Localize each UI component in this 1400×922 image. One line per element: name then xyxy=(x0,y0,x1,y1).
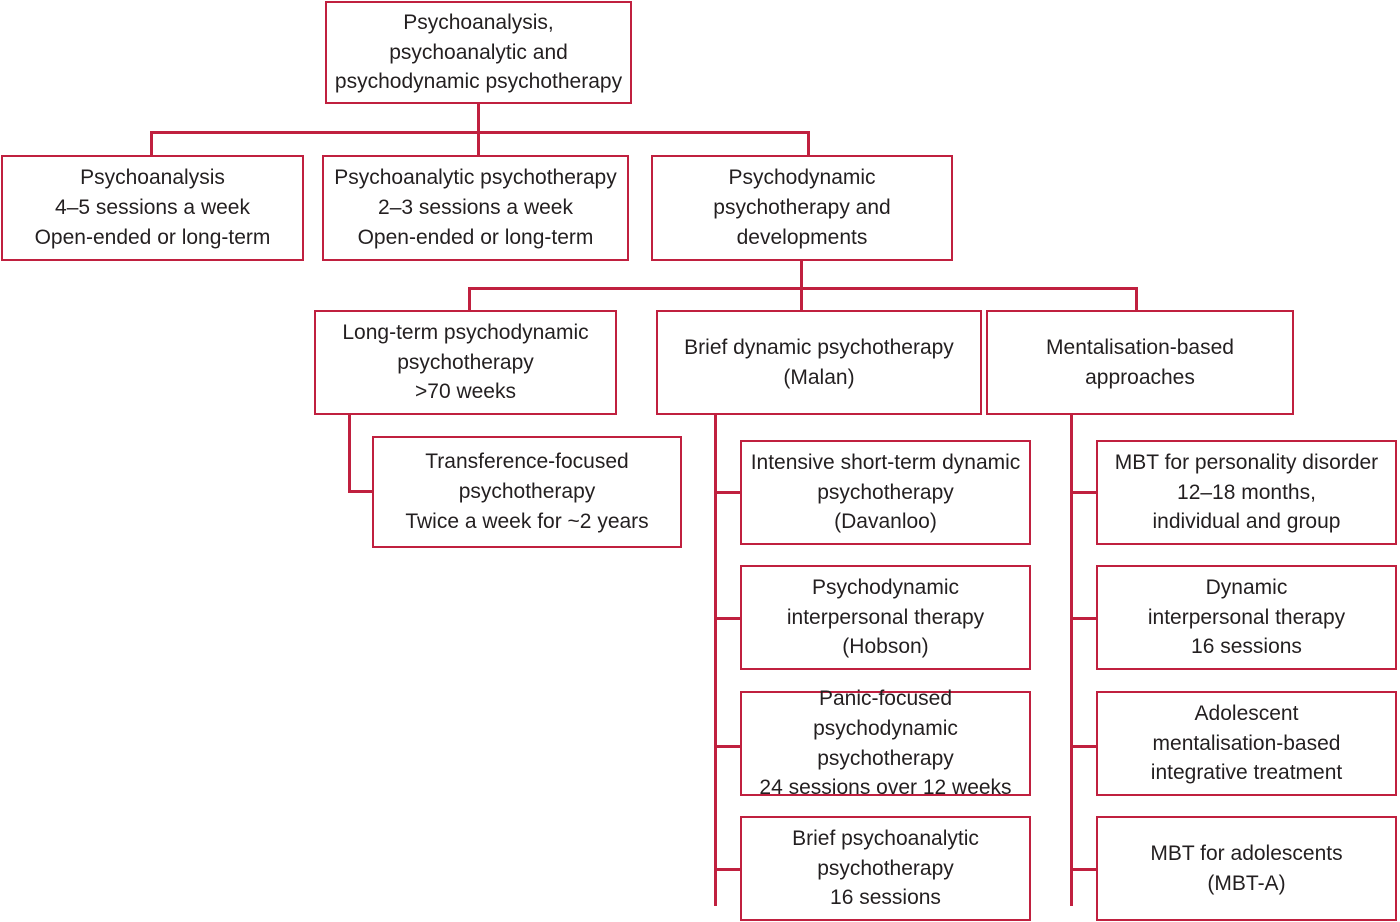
connector-drop-long-term xyxy=(468,287,471,311)
connector-mbt-stub-pd xyxy=(1070,491,1098,494)
node-brief-dynamic-psychotherapy: Brief dynamic psychotherapy (Malan) xyxy=(656,310,982,415)
connector-brief-dynamic-spine xyxy=(714,414,717,906)
node-root: Psychoanalysis, psychoanalytic and psych… xyxy=(325,1,632,104)
connector-longterm-elbow-vertical xyxy=(348,414,351,493)
node-adolescent-mentalisation-based-integrative-treatment: Adolescent mentalisation-based integrati… xyxy=(1096,691,1397,796)
connector-brief-stub-istdp xyxy=(714,491,742,494)
connector-psychodynamic-stem xyxy=(800,261,803,311)
node-transference-focused-psychotherapy: Transference-focused psychotherapy Twice… xyxy=(372,436,682,548)
node-psychodynamic-interpersonal-therapy: Psychodynamic interpersonal therapy (Hob… xyxy=(740,565,1031,670)
connector-longterm-elbow-horizontal xyxy=(348,490,376,493)
connector-level3-bus xyxy=(468,287,1138,290)
connector-drop-mentalisation xyxy=(1135,287,1138,311)
node-mentalisation-based-approaches: Mentalisation-based approaches xyxy=(986,310,1294,415)
node-brief-psychoanalytic-psychotherapy: Brief psychoanalytic psychotherapy 16 se… xyxy=(740,816,1031,921)
node-psychoanalytic-psychotherapy: Psychoanalytic psychotherapy 2–3 session… xyxy=(322,155,629,261)
connector-brief-stub-pit xyxy=(714,617,742,620)
connector-drop-psychoanalytic-psychotherapy xyxy=(477,131,480,155)
connector-mbt-stub-mbt-a xyxy=(1070,868,1098,871)
connector-level2-bus xyxy=(150,131,810,134)
connector-brief-stub-pfpp xyxy=(714,745,742,748)
connector-mbt-stub-ambit xyxy=(1070,745,1098,748)
connector-brief-stub-brief-psychoanalytic xyxy=(714,868,742,871)
connector-root-stem xyxy=(477,104,480,156)
node-dynamic-interpersonal-therapy: Dynamic interpersonal therapy 16 session… xyxy=(1096,565,1397,670)
connector-drop-psychoanalysis xyxy=(150,131,153,155)
node-intensive-short-term-dynamic-psychotherapy: Intensive short-term dynamic psychothera… xyxy=(740,440,1031,545)
node-mbt-for-adolescents: MBT for adolescents (MBT-A) xyxy=(1096,816,1397,921)
node-panic-focused-psychodynamic-psychotherapy: Panic-focused psychodynamic psychotherap… xyxy=(740,687,1031,799)
node-long-term-psychodynamic-psychotherapy: Long-term psychodynamic psychotherapy >7… xyxy=(314,310,617,415)
connector-mbt-stub-dit xyxy=(1070,617,1098,620)
connector-drop-brief-dynamic xyxy=(800,287,803,311)
connector-mentalisation-spine xyxy=(1070,414,1073,906)
node-psychoanalysis: Psychoanalysis 4–5 sessions a week Open-… xyxy=(1,155,304,261)
node-psychodynamic-psychotherapy: Psychodynamic psychotherapy and developm… xyxy=(651,155,953,261)
node-mbt-for-personality-disorder: MBT for personality disorder 12–18 month… xyxy=(1096,440,1397,545)
connector-drop-psychodynamic-psychotherapy xyxy=(807,131,810,155)
